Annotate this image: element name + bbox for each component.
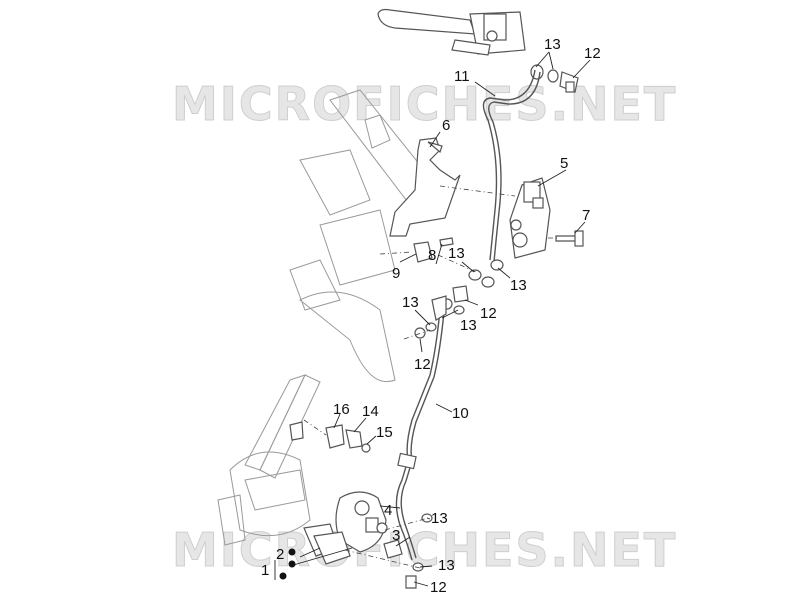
callout-labels: 13 12 11 6 5 7 13 8 9 13 13 12 13 12 10 … bbox=[261, 36, 601, 596]
callout-13: 13 bbox=[460, 317, 477, 334]
middle-fittings bbox=[414, 259, 504, 339]
callout-7: 7 bbox=[582, 207, 590, 224]
pad-kit-dots bbox=[274, 548, 296, 580]
callout-13: 13 bbox=[448, 245, 465, 262]
alignment-lines bbox=[303, 185, 557, 569]
leader-lines bbox=[289, 51, 591, 587]
callout-8: 8 bbox=[428, 247, 436, 264]
brake-hose-lower bbox=[395, 295, 447, 561]
callout-13: 13 bbox=[544, 36, 561, 53]
callout-16: 16 bbox=[333, 401, 350, 418]
callout-13: 13 bbox=[510, 277, 527, 294]
brake-switch-block bbox=[509, 177, 551, 259]
callout-12: 12 bbox=[480, 305, 497, 322]
callout-14: 14 bbox=[362, 403, 379, 420]
callout-3: 3 bbox=[392, 527, 400, 544]
callout-5: 5 bbox=[560, 155, 568, 172]
callout-15: 15 bbox=[376, 424, 393, 441]
callout-11: 11 bbox=[454, 68, 470, 85]
callout-9: 9 bbox=[392, 265, 400, 282]
clip-and-screw bbox=[413, 237, 454, 263]
callout-12: 12 bbox=[584, 45, 601, 62]
callout-12: 12 bbox=[414, 356, 431, 373]
watermark-top: MICROFICHES.NET bbox=[172, 77, 677, 131]
callout-1: 1 bbox=[261, 562, 269, 579]
callout-4: 4 bbox=[384, 502, 392, 519]
callout-13: 13 bbox=[431, 510, 448, 527]
callout-2: 2 bbox=[276, 546, 284, 563]
callout-10: 10 bbox=[452, 405, 469, 422]
frame-outline bbox=[217, 89, 441, 546]
callout-13: 13 bbox=[402, 294, 419, 311]
master-cylinder-lever bbox=[377, 8, 526, 56]
callout-13: 13 bbox=[438, 557, 455, 574]
callout-12: 12 bbox=[430, 579, 447, 596]
bracket bbox=[389, 137, 461, 237]
brake-caliper bbox=[303, 491, 388, 565]
watermark-bottom: MICROFICHES.NET bbox=[172, 523, 677, 577]
upper-banjo-fittings bbox=[530, 64, 579, 93]
hose-clips bbox=[289, 421, 371, 453]
brake-hose-upper bbox=[482, 69, 541, 263]
callout-6: 6 bbox=[442, 117, 450, 134]
bolt bbox=[555, 230, 584, 247]
lower-fittings bbox=[383, 513, 433, 589]
